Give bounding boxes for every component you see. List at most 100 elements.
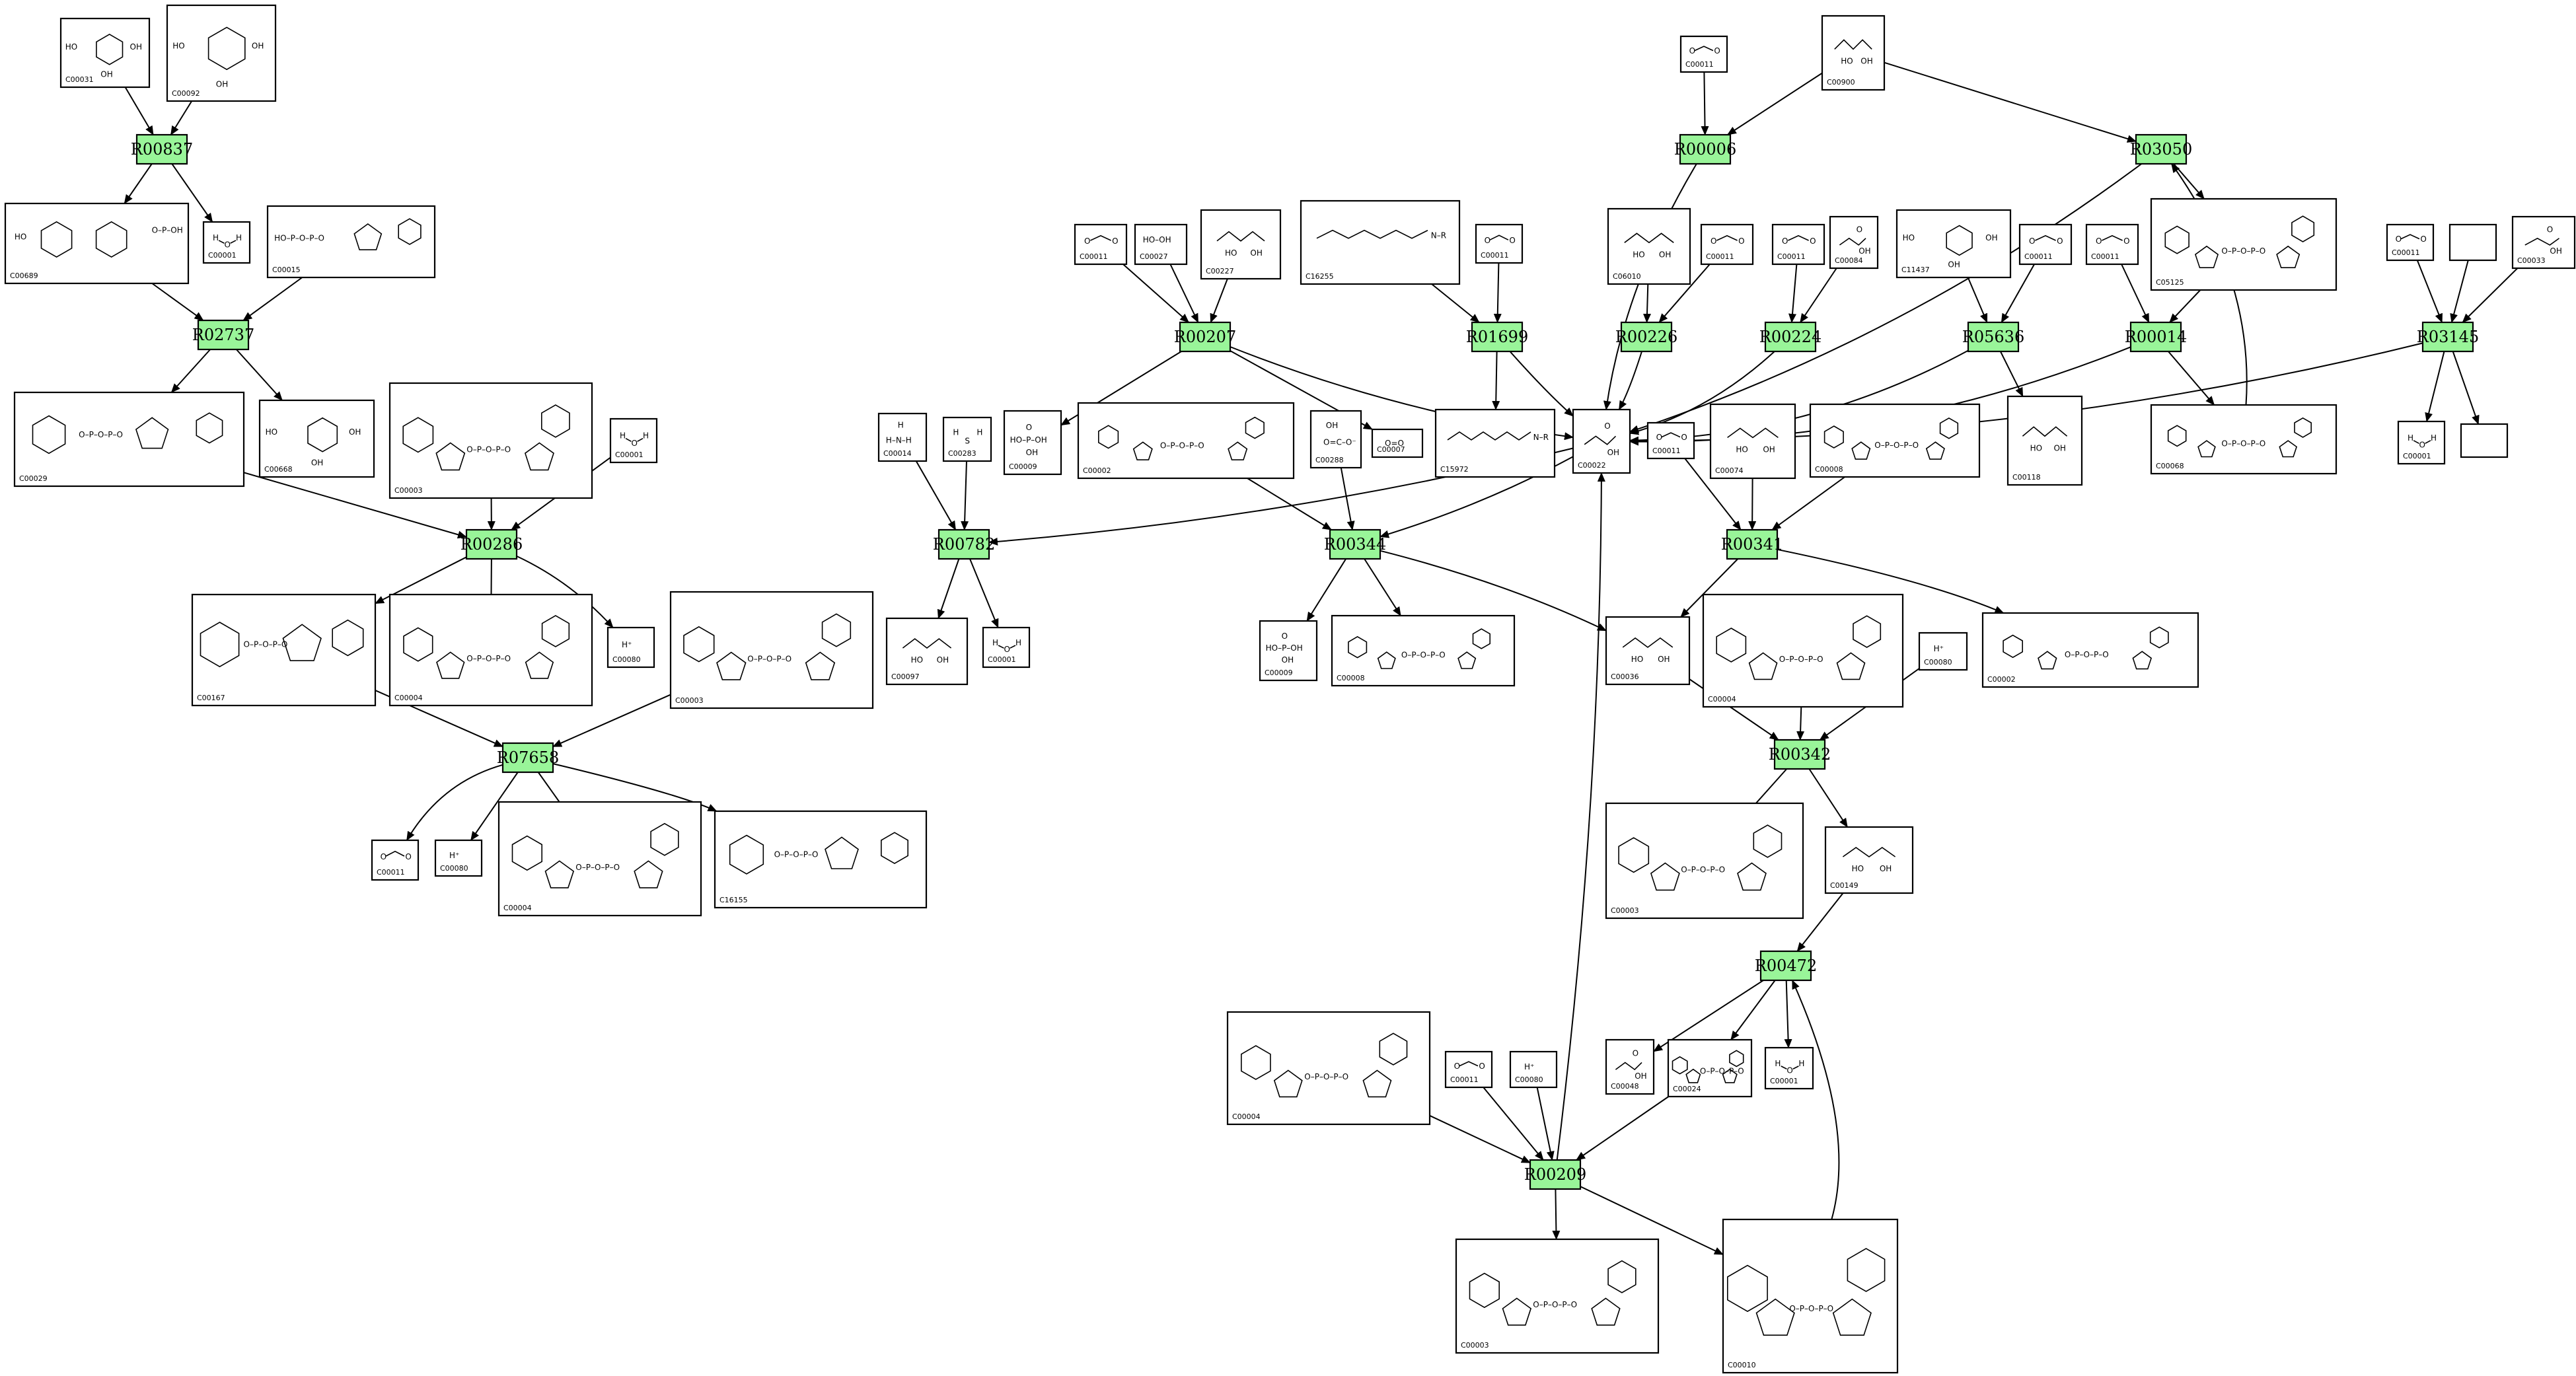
compound-node[interactable]: H⁺C00080: [1918, 632, 1968, 671]
reaction-node[interactable]: R02737: [192, 319, 254, 351]
compound-node[interactable]: [2460, 423, 2509, 458]
compound-box: [4, 202, 190, 285]
compound-node[interactable]: [2448, 223, 2497, 262]
svg-text:N–R: N–R: [1431, 231, 1446, 240]
reaction-node[interactable]: R00014: [2125, 321, 2187, 353]
reaction-node[interactable]: R00006: [1674, 133, 1736, 165]
reaction-node[interactable]: R00224: [1759, 321, 1822, 353]
reaction-node[interactable]: R05636: [1962, 321, 2024, 353]
reaction-edge: [171, 163, 213, 223]
reaction-node[interactable]: R00782: [933, 528, 995, 560]
reaction-node[interactable]: R03050: [2130, 133, 2192, 165]
reaction-node[interactable]: R00837: [131, 133, 193, 165]
molecule-structure-icon: HSH: [953, 427, 982, 445]
svg-text:O: O: [1810, 236, 1816, 246]
reaction-node[interactable]: R00342: [1769, 739, 1831, 770]
compound-box: [1829, 215, 1879, 270]
reaction-node[interactable]: R00472: [1755, 950, 1817, 982]
compound-node[interactable]: H⁺C00080: [1509, 1050, 1558, 1089]
svg-text:O: O: [1084, 236, 1090, 246]
reaction-node[interactable]: R00226: [1615, 321, 1677, 353]
compound-node[interactable]: OHO=C–O⁻C00288: [1309, 410, 1362, 469]
compound-node[interactable]: H⁺C00080: [607, 626, 655, 669]
reaction-node[interactable]: R01699: [1466, 321, 1528, 353]
compound-box: [885, 617, 969, 686]
compound-label: C00010: [1728, 1361, 1756, 1369]
reaction-node[interactable]: R00209: [1524, 1159, 1586, 1190]
reaction-node[interactable]: R00341: [1721, 528, 1783, 560]
compound-node[interactable]: H⁺C00080: [434, 839, 483, 877]
reaction-node[interactable]: R00344: [1324, 528, 1386, 560]
reaction-node[interactable]: R00286: [460, 528, 523, 560]
reaction-node[interactable]: R00207: [1174, 321, 1236, 353]
reaction-node[interactable]: R03145: [2417, 321, 2479, 353]
reaction-node[interactable]: R07658: [497, 742, 559, 774]
